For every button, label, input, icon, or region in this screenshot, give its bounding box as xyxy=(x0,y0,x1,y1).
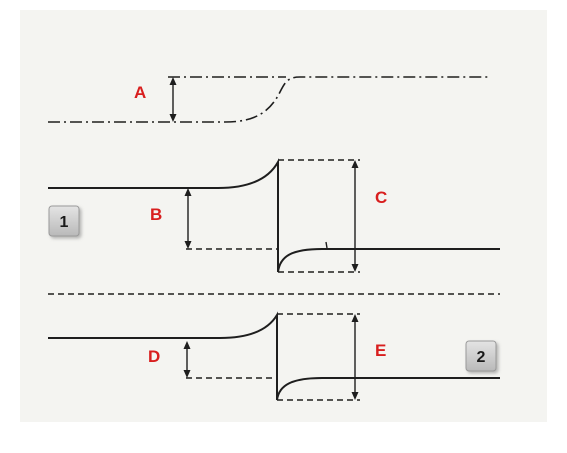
arrow-c xyxy=(351,160,359,272)
label-c: C xyxy=(375,188,387,207)
badge-2 xyxy=(465,340,497,372)
badge-1-label: 1 xyxy=(60,214,69,231)
label-b: B xyxy=(150,205,162,224)
top-dashdot-trace xyxy=(48,76,488,123)
label-d: D xyxy=(148,347,160,366)
label-a: A xyxy=(134,83,146,102)
label-e: E xyxy=(375,341,386,360)
arrow-a xyxy=(169,77,177,122)
badge-2-label: 2 xyxy=(477,349,486,366)
trace-1 xyxy=(48,158,500,273)
arrow-e xyxy=(351,314,359,400)
trace-1-references xyxy=(186,159,360,273)
badge-1 xyxy=(48,205,80,237)
arrow-d xyxy=(183,341,191,378)
small-tick-mark xyxy=(325,241,328,249)
arrow-b xyxy=(184,188,192,249)
trace-2 xyxy=(48,311,500,401)
paper-background xyxy=(20,10,547,422)
trace-2-references xyxy=(186,313,360,401)
